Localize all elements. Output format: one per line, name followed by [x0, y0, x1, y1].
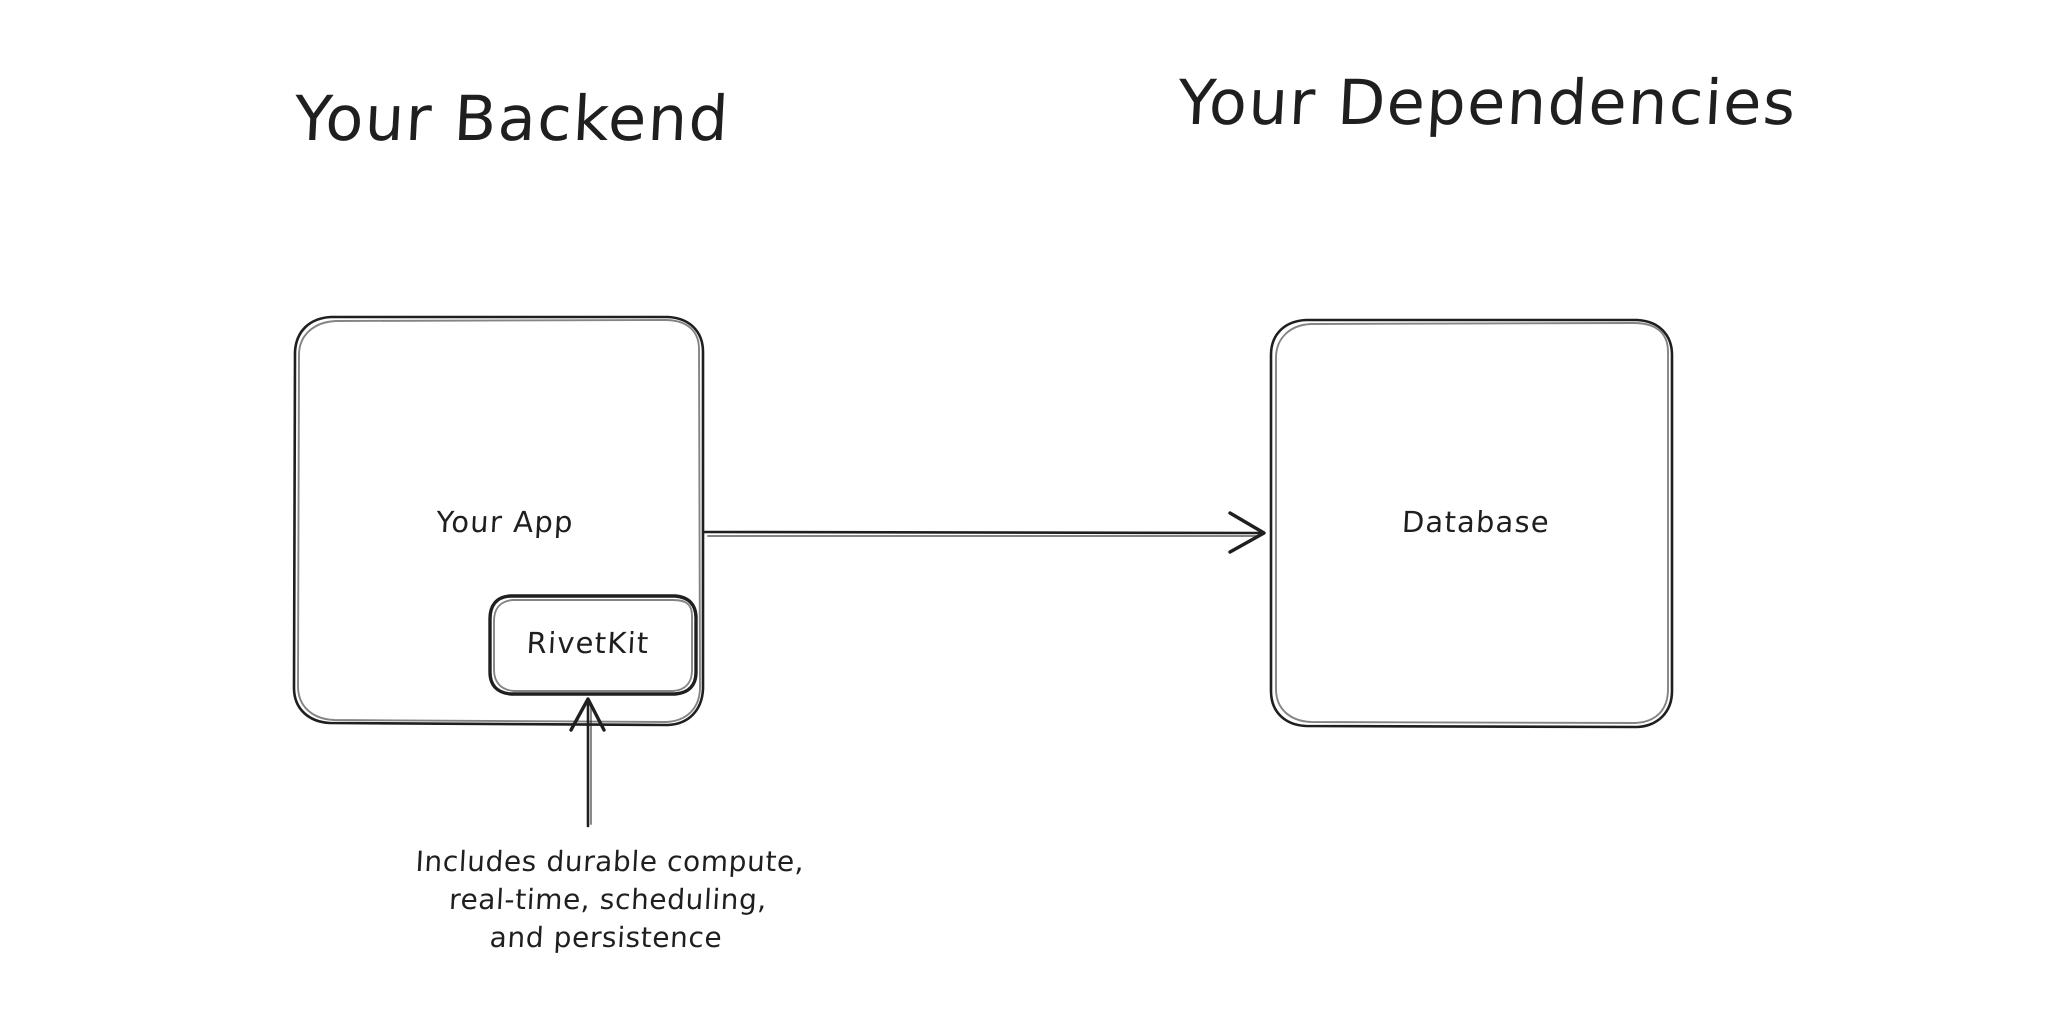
edge-your-app-to-database[interactable]	[702, 511, 1266, 554]
group-title-your-dependencies: Your Dependencies	[1176, 66, 1799, 139]
callout-caption-text: Includes durable compute, real-time, sch…	[414, 845, 806, 954]
node-rivetkit-box[interactable]	[488, 594, 698, 696]
node-your-app-box[interactable]	[292, 315, 705, 727]
node-database-box[interactable]	[1269, 318, 1674, 729]
node-label-your-app: Your App	[435, 505, 575, 539]
edge-callout-to-rivetkit[interactable]	[569, 697, 606, 828]
node-label-database: Database	[1401, 505, 1551, 539]
group-title-your-backend: Your Backend	[292, 82, 732, 155]
node-label-rivetkit: RivetKit	[525, 626, 651, 660]
